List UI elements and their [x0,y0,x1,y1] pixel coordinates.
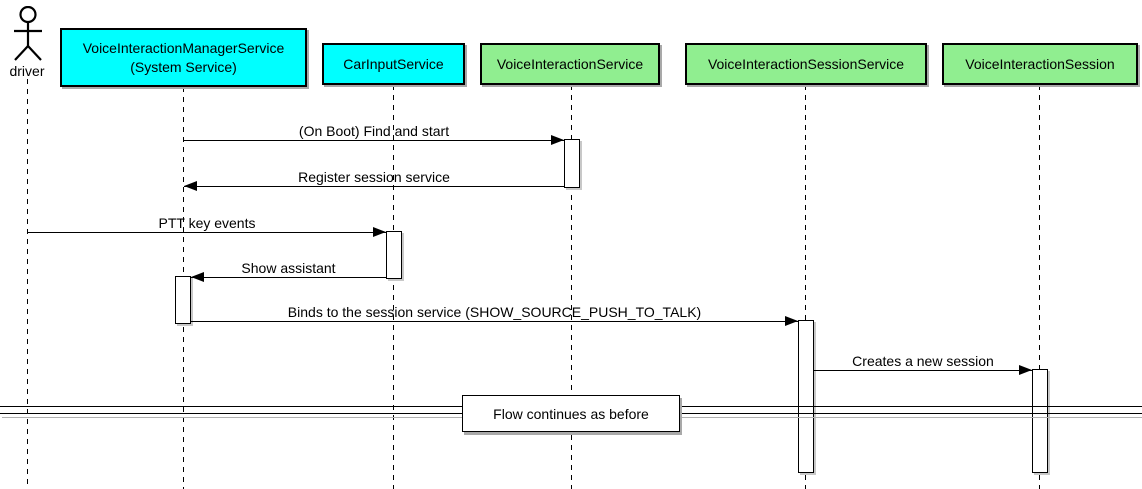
arrowhead-left-icon [191,272,204,282]
activation-voiceinteractionsessionservice [798,320,814,473]
arrowhead-right-icon [1019,365,1032,375]
lifeline-voiceinteractionservice [571,85,573,489]
actor-driver: driver [5,6,49,79]
message-label: Binds to the session service (SHOW_SOURC… [287,304,702,320]
actor-icon [14,6,42,61]
message-line [28,232,386,233]
message-creates-a-new-session: Creates a new session [814,353,1032,377]
lifeline-voiceinteractionsessionservice [805,85,807,489]
message-ptt-key-events: PTT key events [28,215,386,239]
divider-label-box: Flow continues as before [462,395,680,432]
message-line [191,277,386,278]
message-line [191,321,798,322]
message-line [814,370,1032,371]
message-label: Creates a new session [852,353,994,369]
message-label: (On Boot) Find and start [298,123,450,139]
participant-voiceinteractionservice: VoiceInteractionService [480,43,660,85]
lifeline-driver [26,79,28,489]
message-line [184,140,564,141]
activation-voiceinteractionsession [1032,369,1048,473]
message-line [184,186,564,187]
message-register-session-service: Register session service [184,169,564,193]
activation-voiceinteractionmanagerservice [175,276,191,324]
message-label: Show assistant [241,260,336,276]
message-show-assistant: Show assistant [191,260,386,284]
lifeline-voiceinteractionsession [1039,85,1041,489]
message-label: PTT key events [158,215,256,231]
message-binds-to-session-service: Binds to the session service (SHOW_SOURC… [191,304,798,328]
arrowhead-right-icon [551,135,564,145]
participant-voiceinteractionsession: VoiceInteractionSession [942,43,1138,85]
actor-label: driver [9,63,45,79]
activation-carinputservice [386,231,402,279]
participant-voiceinteractionmanagerservice: VoiceInteractionManagerService (System S… [60,28,307,87]
arrowhead-right-icon [785,316,798,326]
lifeline-carinputservice [393,85,395,489]
arrowhead-right-icon [373,227,386,237]
arrowhead-left-icon [184,181,197,191]
participant-carinputservice: CarInputService [322,43,465,85]
message-on-boot-find-and-start: (On Boot) Find and start [184,123,564,147]
message-label: Register session service [298,169,450,185]
participant-voiceinteractionsessionservice: VoiceInteractionSessionService [685,43,927,85]
activation-voiceinteractionservice [564,139,580,188]
